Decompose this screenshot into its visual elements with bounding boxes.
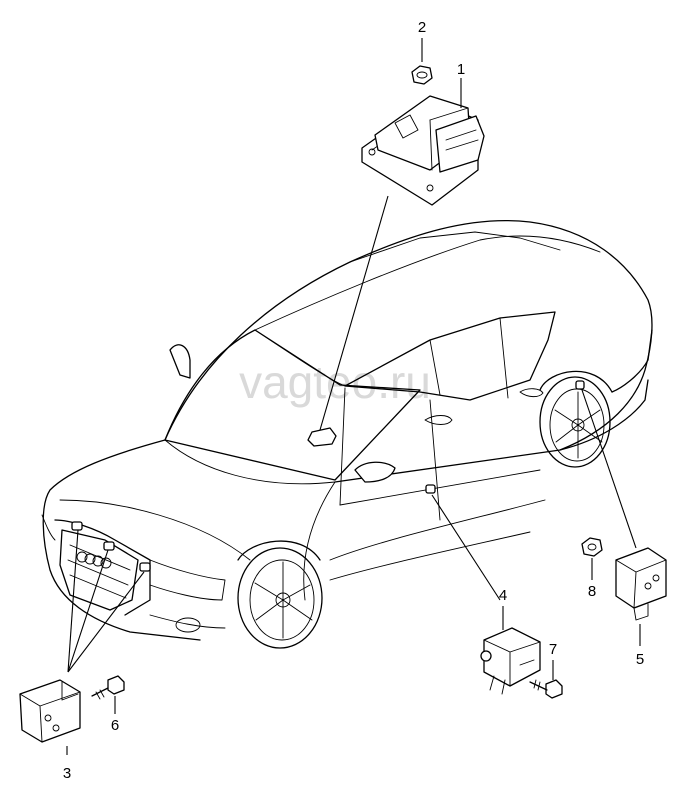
callout-7: 7: [549, 641, 557, 658]
callout-4: 4: [499, 587, 507, 604]
audi-rings-icon: [76, 551, 112, 569]
hex-nut-part-2: [411, 65, 433, 85]
car-illustration: [41, 219, 653, 649]
front-crash-sensor: [19, 679, 81, 743]
bolt-part-6: [91, 675, 125, 700]
airbag-control-unit: [361, 95, 485, 206]
nut-part-8: [581, 537, 603, 557]
bolt-part-7: [529, 679, 563, 699]
door-impact-sensor: [480, 627, 541, 695]
callout-3: 3: [63, 765, 71, 782]
front-wheel: [237, 540, 323, 649]
callout-1: 1: [457, 61, 465, 78]
rear-crash-sensor: [615, 547, 667, 621]
callout-6: 6: [111, 717, 119, 734]
callout-5: 5: [636, 651, 644, 668]
callout-8: 8: [588, 583, 596, 600]
callout-2: 2: [418, 19, 426, 36]
leader-lines: [66, 38, 641, 755]
